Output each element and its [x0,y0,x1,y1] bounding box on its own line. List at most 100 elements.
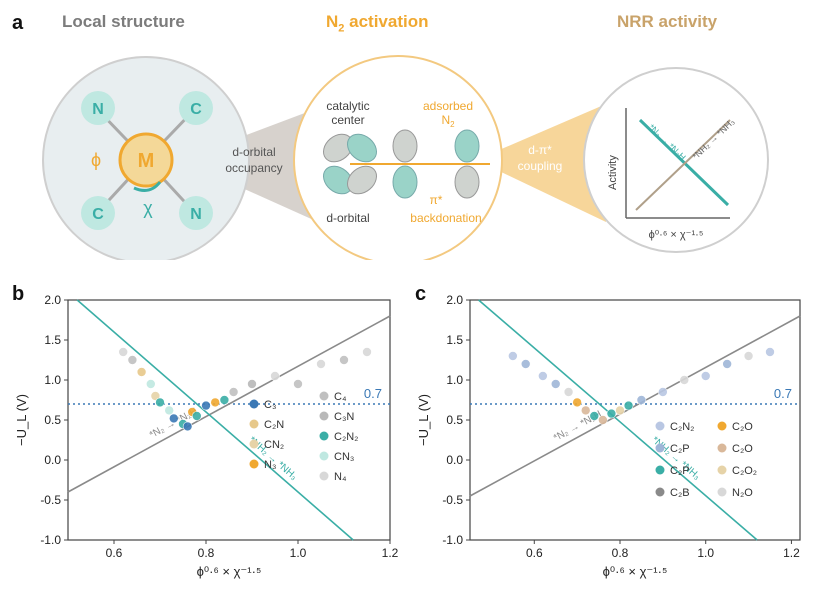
data-point-b [118,347,128,357]
legend-label-b: N₄ [334,471,347,483]
ytick-label-c: 1.5 [446,333,463,347]
ylabel-c: −U_L (V) [416,394,431,446]
legend-label-c: N₂O [732,487,753,499]
data-point-c [636,395,647,405]
catalytic-label-line2: center [331,113,364,127]
xtick-label-c: 1.0 [697,546,714,560]
legend-label-b: C₃ [264,399,276,411]
ytick-label-b: 1.5 [44,333,61,347]
legend-marker-c [655,421,665,431]
legend-label-b: N₃ [264,459,276,471]
atom-n-bottom-right-circle [179,196,213,230]
xtick-label-c: 0.6 [526,546,543,560]
scaling-line-label-c-0: *N₂ → *N₂H [552,409,604,444]
legend-label-b: C₂N [264,419,284,431]
pi-star-lobe-1 [392,129,418,163]
nrr-activity-title: NRR activity [617,12,718,31]
data-point-c [679,375,690,385]
nrr-activity-circle [583,67,769,253]
data-point-c [550,379,561,389]
scaling-line-c-1 [478,299,758,541]
ytick-label-c: -0.5 [442,493,463,507]
legend-marker-c [717,421,727,431]
plot-frame-c [469,299,801,541]
data-point-b [164,405,174,416]
legend-label-b: CN₂ [264,439,284,451]
data-point-b [316,359,326,369]
threshold-label-b: 0.7 [364,386,382,401]
data-point-b [182,421,193,432]
legend-marker-c [655,465,665,475]
data-point-c [615,405,625,416]
legend-label-b: C₂N₂ [334,431,358,443]
data-point-b [228,387,239,397]
xtick-label-b: 0.6 [106,546,123,560]
ytick-label-b: -0.5 [40,493,61,507]
legend-marker-b [319,451,329,461]
ytick-label-c: 1.0 [446,373,463,387]
adsorbed-label-sub: 2 [450,120,455,129]
xlabel-c: ϕ⁰·⁶ × χ⁻¹·⁵ [603,564,668,579]
scaling-line-label-b-0: *N₂ → *N₂H [148,406,200,441]
legend-label-c: C₂B [670,487,690,499]
legend-marker-b [249,459,259,469]
atom-n-bottom-right-label: N [190,206,202,223]
scaling-line-b-0 [67,315,391,493]
xtick-label-c: 0.8 [612,546,629,560]
legend-label-c: C₂P [670,465,690,477]
legend-label-c: C₂O [732,421,753,433]
data-point-b [362,347,372,357]
chi-symbol: χ [143,198,153,218]
data-point-c [765,347,775,357]
ytick-label-b: 0.0 [44,453,61,467]
scaling-line-label-b-1: *NH₂ → *NH₃ [246,435,299,483]
data-point-c [508,351,518,361]
legend-marker-b [249,439,259,449]
legend-marker-b [319,411,329,421]
atom-n-top-left-circle [81,91,115,125]
scaling-line-c-0 [469,315,801,497]
data-point-b [339,355,349,365]
ytick-label-c: 0.5 [446,413,463,427]
adsorbed-label-n: N [441,113,450,127]
legend-marker-b [319,391,329,401]
legend-label-c: C₂O₂ [732,465,757,477]
catalytic-label-line1: catalytic [326,99,369,113]
ytick-label-c: -1.0 [442,533,463,547]
pi-star-label: π* [430,193,443,207]
ytick-label-b: -1.0 [40,533,61,547]
ytick-label-b: 0.5 [44,413,61,427]
d-orbital-lobe-4 [347,165,377,195]
local-structure-title: Local structure [62,12,185,31]
plot-frame-b [67,299,391,541]
data-point-b [219,395,230,405]
atom-c-top-right-label: C [190,101,202,118]
data-point-b [150,391,161,401]
nrr-ylabel: Activity [607,155,619,190]
chi-arrow-icon [133,181,162,192]
occupancy-label-line2: occupancy [225,161,282,175]
legend-label-c: C₂O [732,443,753,455]
legend-label-b: CN₃ [334,451,354,463]
data-point-c [598,415,608,425]
atom-center-label: M [138,150,155,172]
scaling-line-label-c-1: *NH₂ → *NH₃ [649,435,702,483]
legend-marker-c [655,443,665,453]
data-point-b [169,413,179,424]
data-point-b [192,411,202,421]
legend-marker-c [655,487,665,497]
ytick-label-c: 2.0 [446,293,463,307]
legend-label-b: C₃N [334,411,354,423]
nrr-line-n2 [635,119,731,211]
data-point-b [210,397,220,408]
coupling-label-line2: coupling [518,159,563,173]
n2-activation-title-sub: 2 [338,22,345,35]
data-point-b [293,379,303,389]
data-point-b [187,407,197,417]
xtick-label-b: 1.2 [382,546,399,560]
data-point-c [743,351,754,361]
data-point-c [606,408,617,419]
pi-star-lobe-4 [454,165,480,199]
legend-marker-b [249,399,259,409]
n2-activation-title-suffix: activation [344,12,429,31]
